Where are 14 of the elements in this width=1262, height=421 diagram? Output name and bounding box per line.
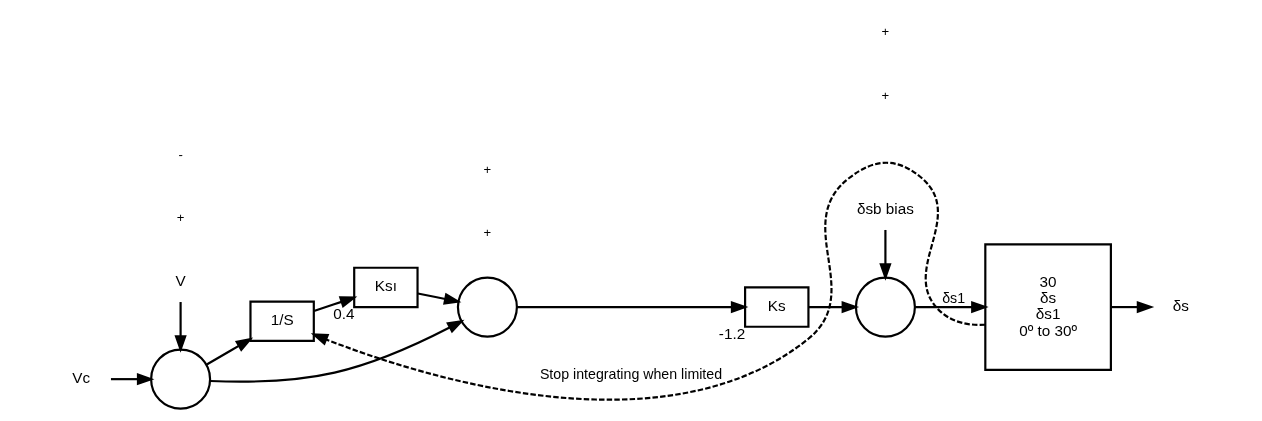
label: + [483,161,492,177]
node-text: δsb bias [856,199,914,217]
node-text: V [175,271,186,289]
label: + [881,23,890,39]
node-label: -1.2 [718,324,746,342]
label: - [178,146,183,162]
label: + [881,87,890,103]
edge-label: δs1 [942,289,966,306]
label: + [483,224,492,240]
label: + [176,209,185,225]
node-label: 0.4 [333,304,355,322]
node-text: Vc [72,368,91,386]
edge-label: Stop integrating when limited [539,365,723,381]
node-text: δs [1172,296,1189,314]
